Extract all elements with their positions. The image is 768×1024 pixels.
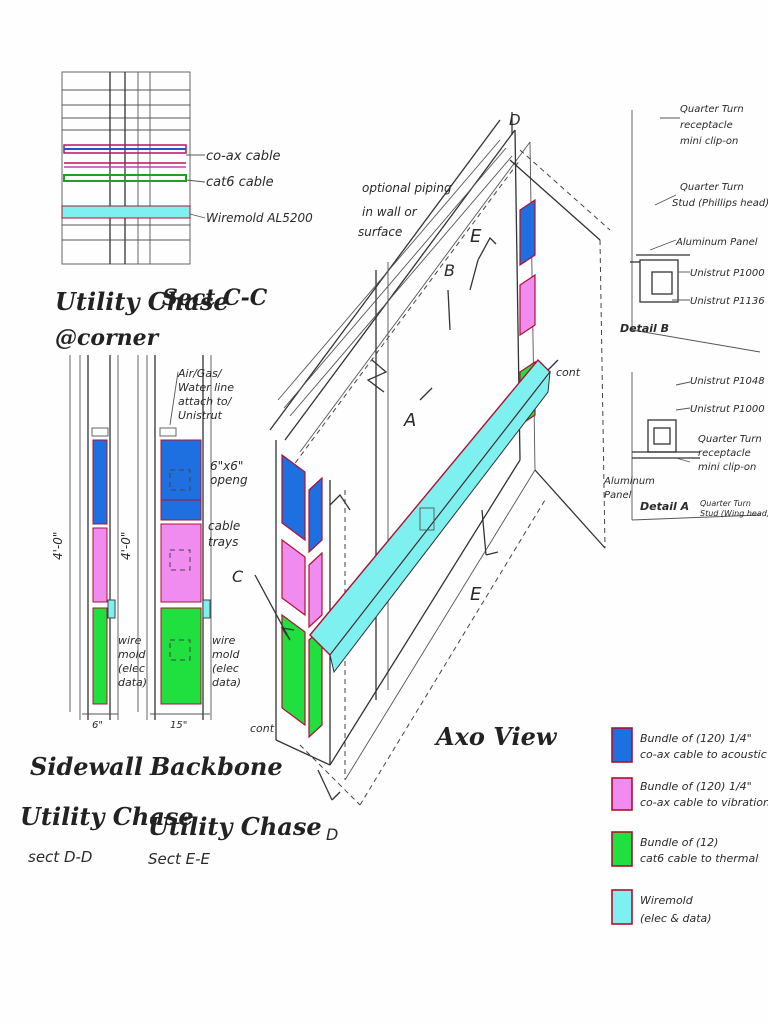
label-sect-cc: Sect C-C (162, 285, 268, 311)
cut-label-e-top: E (470, 226, 482, 247)
label-cont-left: cont (250, 722, 275, 735)
note-piping-2: in wall or (362, 205, 418, 219)
legend (611, 727, 633, 925)
label-cont-right: cont (556, 366, 581, 379)
legend-item-2-line1: Bundle of (120) 1/4" (640, 780, 752, 793)
detail-a-note-2: Unistrut P1000 (690, 404, 765, 415)
label-sect-ee: Sect E-E (148, 850, 211, 868)
axo-view-drawing (254, 112, 611, 806)
cut-label-c: C (232, 567, 244, 586)
wiremold-section-cc (61, 205, 191, 219)
note-sidewall-wiremold-1: wire (118, 634, 142, 647)
legend-swatch-vibration (611, 777, 633, 811)
legend-item-4-line1: Wiremold (640, 894, 694, 907)
note-backbone-wiremold-2: mold (212, 648, 241, 661)
legend-item-4-line2: (elec & data) (640, 912, 712, 925)
note-sidewall-wiremold-4: data) (118, 676, 147, 689)
title-corner: @corner (55, 325, 160, 351)
title-backbone-utility-chase: Utility Chase (148, 812, 322, 841)
detail-b-note-2: receptacle (680, 120, 733, 131)
legend-item-1-line1: Bundle of (120) 1/4" (640, 732, 752, 745)
note-backbone-wiremold-4: data) (212, 676, 241, 689)
legend-swatch-wiremold (611, 889, 633, 925)
title-utility-chase-corner: Utility Chase (55, 287, 229, 316)
detail-a-note-4: receptacle (698, 448, 751, 459)
title-sidewall-utility-chase: Utility Chase (20, 802, 194, 831)
detail-b-note-5: Stud (Phillips head) (672, 198, 768, 209)
detail-a-note-3: Quarter Turn (698, 434, 762, 445)
title-axo-view: Axo View (434, 722, 558, 751)
title-backbone: Backbone (149, 752, 283, 781)
label-cat6-cable: cat6 cable (206, 175, 274, 190)
label-wiremold-al5200: Wiremold AL5200 (206, 211, 313, 225)
sidewall-section-drawing (69, 355, 119, 720)
detail-b-note-8: Unistrut P1136 (690, 296, 765, 307)
dim-backbone-width: 15" (170, 720, 187, 731)
detail-a-note-6: Aluminum (603, 476, 655, 487)
section-cc-drawing (61, 71, 206, 265)
detail-b-note-1: Quarter Turn (680, 104, 744, 115)
detail-a-note-7: Panel (604, 490, 632, 501)
note-backbone-wiremold-1: wire (212, 634, 236, 647)
note-air-gas-3: attach to/ (178, 395, 233, 408)
dim-backbone-height: 4'-0" (119, 532, 133, 560)
note-air-gas-2: Water line (178, 381, 234, 394)
cut-label-d-top: D (509, 111, 521, 129)
wiremold-tray-axo (309, 358, 551, 657)
detail-b-note-4: Quarter Turn (680, 182, 744, 193)
legend-swatch-thermal (611, 831, 633, 867)
note-sidewall-wiremold-3: (elec (118, 662, 145, 675)
cut-label-a: A (403, 410, 416, 431)
legend-item-3-line2: cat6 cable to thermal (640, 852, 758, 865)
cut-label-d-bottom: D (326, 825, 338, 844)
note-trays-1: cable (208, 519, 240, 533)
detail-b-note-3: mini clip-on (680, 136, 738, 147)
note-backbone-wiremold-3: (elec (212, 662, 239, 675)
note-air-gas-1: Air/Gas/ (177, 367, 223, 380)
dim-sidewall-width: 6" (92, 720, 103, 731)
label-sect-dd: sect D-D (28, 848, 92, 866)
legend-swatch-acoustic (611, 727, 633, 763)
detail-b-note-6: Aluminum Panel (675, 237, 758, 248)
cut-label-e-bottom: E (470, 584, 482, 605)
note-air-gas-4: Unistrut (178, 409, 223, 422)
detail-a-note-5: mini clip-on (698, 462, 756, 473)
note-opening-2: openg (210, 473, 248, 487)
detail-b-label: Detail B (620, 322, 669, 335)
note-piping-3: surface (358, 225, 402, 239)
backbone-section-drawing (137, 355, 212, 720)
detail-a-note-9: Stud (Wing head) (700, 509, 768, 518)
detail-b-drawing (630, 110, 761, 353)
detail-a-drawing (631, 372, 761, 521)
note-trays-2: trays (208, 535, 238, 549)
note-sidewall-wiremold-2: mold (118, 648, 147, 661)
note-opening-1: 6"x6" (210, 459, 243, 473)
title-sidewall: Sidewall (30, 752, 143, 781)
detail-b-note-7: Unistrut P1000 (690, 268, 765, 279)
cut-label-b: B (444, 261, 455, 280)
legend-item-1-line2: co-ax cable to acoustic (640, 748, 767, 761)
legend-item-3-line1: Bundle of (12) (640, 836, 718, 849)
detail-a-note-1: Unistrut P1048 (690, 376, 765, 387)
dim-sidewall-height: 4'-0" (51, 532, 65, 560)
note-piping-1: optional piping (362, 181, 452, 195)
legend-item-2-line2: co-ax cable to vibration (640, 796, 768, 809)
detail-a-label: Detail A (640, 500, 689, 513)
label-coax-cable: co-ax cable (206, 149, 281, 164)
detail-a-note-8: Quarter Turn (700, 499, 751, 508)
